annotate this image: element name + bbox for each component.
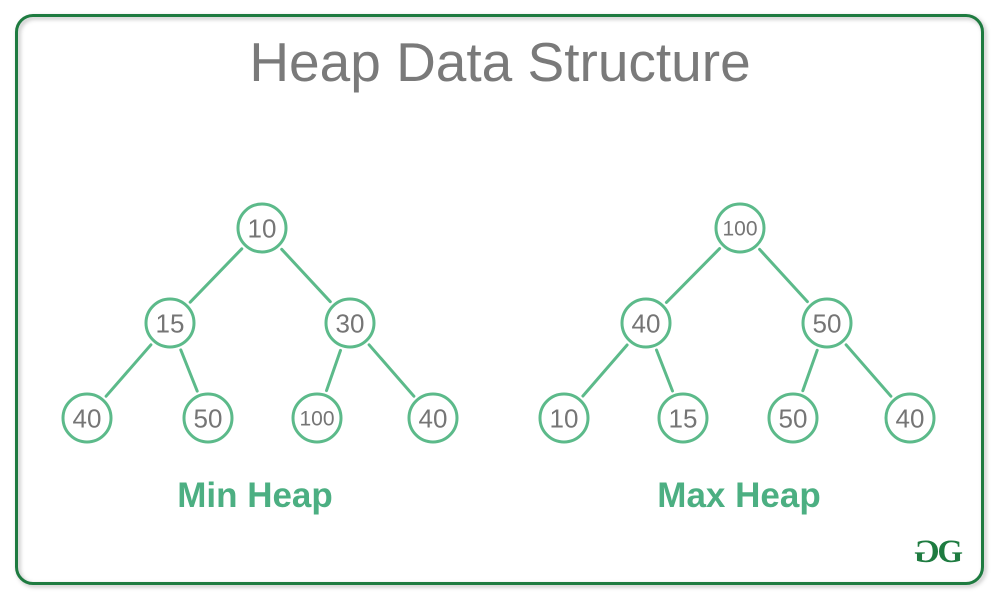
max-heap-node-value: 10 [550, 403, 579, 433]
min-heap-node-circle [61, 392, 113, 444]
max-heap-node-value: 50 [813, 308, 842, 338]
max-heap-node-circle [884, 392, 936, 444]
max-heap-node-circle [657, 392, 709, 444]
max-heap-node-circle [620, 297, 672, 349]
min-heap-node-value: 15 [156, 308, 185, 338]
min-heap-label: Min Heap [177, 476, 333, 515]
min-heap-node-value: 50 [194, 403, 223, 433]
max-heap-node-circle [801, 297, 853, 349]
min-heap-node-circle [407, 392, 459, 444]
min-heap-node-value: 40 [73, 403, 102, 433]
min-heap-node-value: 40 [419, 403, 448, 433]
max-heap-node-value: 15 [669, 403, 698, 433]
min-heap-node-40: 40 [61, 392, 113, 444]
max-heap-node-circle [538, 392, 590, 444]
min-heap-node-50: 50 [182, 392, 234, 444]
min-heap-edge-10-15 [188, 247, 244, 304]
logo-g-mirrored-glyph: G [913, 534, 940, 570]
min-heap-node-value: 100 [299, 408, 334, 431]
max-heap-node-40: 40 [620, 297, 672, 349]
max-heap-label: Max Heap [657, 476, 821, 515]
max-heap-node-value: 40 [632, 308, 661, 338]
min-heap-node-circle [182, 392, 234, 444]
max-heap-node-100: 100 [714, 202, 766, 254]
min-heap-node-15: 15 [144, 297, 196, 349]
max-heap-node-circle [767, 392, 819, 444]
max-heap-node-value: 40 [896, 403, 925, 433]
max-heap-node-15: 15 [657, 392, 709, 444]
min-heap-node-circle [236, 202, 288, 254]
max-heap-edge-40-10 [581, 343, 629, 398]
max-heap-node-40: 40 [884, 392, 936, 444]
min-heap-node-40: 40 [407, 392, 459, 444]
min-heap-edge-30-40 [367, 343, 416, 398]
max-heap-node-value: 50 [779, 403, 808, 433]
min-heap-edge-15-50 [179, 348, 199, 393]
min-heap-node-circle [144, 297, 196, 349]
logo-g-glyph: G [937, 534, 963, 570]
min-heap-node-30: 30 [324, 297, 376, 349]
max-heap-edge-40-15 [655, 348, 674, 393]
min-heap-edge-15-40 [104, 343, 153, 398]
min-heap-node-value: 10 [248, 213, 277, 243]
min-heap-node-circle [291, 392, 343, 444]
geeksforgeeks-logo: GG [913, 534, 963, 570]
max-heap-node-50: 50 [767, 392, 819, 444]
min-heap-node-value: 30 [336, 308, 365, 338]
page-title: Heap Data Structure [249, 31, 751, 93]
min-heap-edge-30-100 [325, 348, 342, 393]
max-heap-node-value: 100 [722, 218, 757, 241]
max-heap-edge-50-50 [801, 348, 819, 393]
min-heap-node-10: 10 [236, 202, 288, 254]
max-heap-edge-100-40 [664, 247, 722, 304]
min-heap-node-circle [324, 297, 376, 349]
min-heap-node-100: 100 [291, 392, 343, 444]
max-heap-edge-50-40 [844, 343, 893, 398]
max-heap-edge-100-50 [758, 247, 809, 304]
max-heap-node-10: 10 [538, 392, 590, 444]
max-heap-node-circle [714, 202, 766, 254]
min-heap-edge-10-30 [280, 247, 332, 304]
max-heap-node-50: 50 [801, 297, 853, 349]
